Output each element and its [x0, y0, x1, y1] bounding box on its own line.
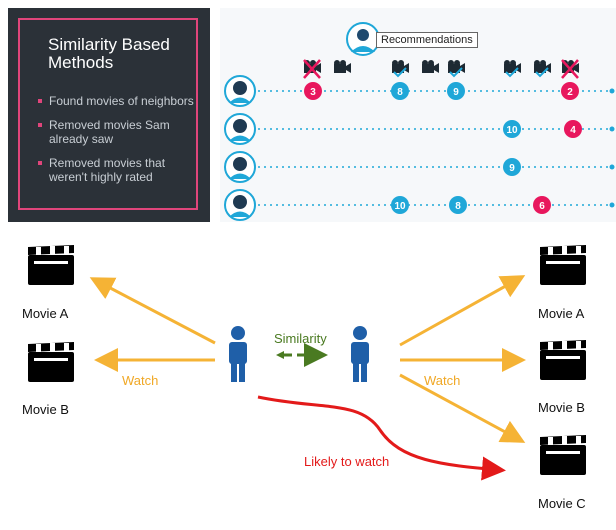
- badge-r1-1: 3: [304, 82, 322, 100]
- badge-r4-1: 10: [391, 196, 409, 214]
- watch-label: Watch: [122, 373, 159, 388]
- bullet-item: Removed movies Sam already saw: [38, 118, 198, 146]
- likely-arrow: [257, 395, 506, 481]
- svg-text:9: 9: [509, 163, 515, 174]
- badge-r3-1: 9: [503, 158, 521, 176]
- likely-label: Likely to watch: [304, 454, 390, 469]
- similarity-label: Similarity: [274, 331, 327, 346]
- badge-r1-2: 8: [391, 82, 409, 100]
- similarity-diagram: Movie A Movie B Movie A Movie B Movie C …: [0, 230, 616, 530]
- bullet-text: Removed movies that weren't highly rated: [49, 156, 166, 184]
- slide-title: Similarity Based Methods: [48, 35, 170, 72]
- recommendations-panel: 3 8 9 2 10 4 9 10 8 6 Recommendations: [220, 8, 616, 222]
- dotted-lines: [258, 90, 610, 206]
- badge-r2-2: 4: [564, 120, 582, 138]
- sam-avatar: [346, 22, 380, 56]
- person-icons: [229, 326, 369, 382]
- badge-r4-2: 8: [449, 196, 467, 214]
- movie-label: Movie A: [22, 306, 69, 321]
- movie-camera-icons: [304, 60, 579, 73]
- check-icons: [393, 67, 549, 78]
- badge-r2-1: 10: [503, 120, 521, 138]
- recommendations-graphic: 3 8 9 2 10 4 9 10 8 6: [224, 22, 615, 221]
- svg-text:9: 9: [453, 87, 459, 98]
- slide-panel: Similarity Based Methods Found movies of…: [8, 8, 210, 222]
- clapboard-icon: [28, 342, 74, 382]
- badge-r4-3: 6: [533, 196, 551, 214]
- svg-text:6: 6: [539, 201, 545, 212]
- line-end-dots: [609, 88, 615, 208]
- movie-label: Movie B: [22, 402, 69, 417]
- person-icon: [229, 326, 247, 382]
- svg-text:8: 8: [397, 87, 403, 98]
- movie-label: Movie A: [538, 306, 585, 321]
- clapboard-icon: [540, 435, 586, 475]
- diagram-graphic: [28, 245, 586, 481]
- bullet-dot: [38, 161, 42, 165]
- cross-icons: [303, 59, 579, 79]
- slide-bullets: Found movies of neighbors Removed movies…: [38, 94, 198, 194]
- clapboard-icons: [28, 245, 586, 475]
- recommendations-label: Recommendations: [376, 32, 478, 48]
- similarity-arrow: [276, 343, 328, 367]
- bullet-item: Removed movies that weren't highly rated: [38, 156, 198, 184]
- svg-text:3: 3: [310, 87, 316, 98]
- badge-r1-3: 9: [447, 82, 465, 100]
- watch-arrows: [89, 275, 526, 443]
- svg-text:8: 8: [455, 201, 461, 212]
- svg-text:2: 2: [567, 87, 573, 98]
- svg-text:10: 10: [394, 201, 406, 212]
- person-icon: [351, 326, 369, 382]
- movie-label: Movie C: [538, 496, 586, 511]
- watch-label: Watch: [424, 373, 461, 388]
- clapboard-icon: [540, 340, 586, 380]
- slide-frame: [18, 18, 198, 210]
- svg-text:4: 4: [570, 125, 576, 136]
- svg-text:10: 10: [506, 125, 518, 136]
- bullet-dot: [38, 99, 42, 103]
- rating-badges: 3 8 9 2 10 4 9 10 8 6: [304, 82, 582, 214]
- badge-r1-4: 2: [561, 82, 579, 100]
- clapboard-icon: [540, 245, 586, 285]
- bullet-dot: [38, 123, 42, 127]
- bullet-text: Found movies of neighbors: [49, 94, 194, 108]
- bullet-item: Found movies of neighbors: [38, 94, 198, 108]
- movie-label: Movie B: [538, 400, 585, 415]
- user-avatars: [224, 75, 256, 221]
- bullet-text: Removed movies Sam already saw: [49, 118, 170, 146]
- clapboard-icon: [28, 245, 74, 285]
